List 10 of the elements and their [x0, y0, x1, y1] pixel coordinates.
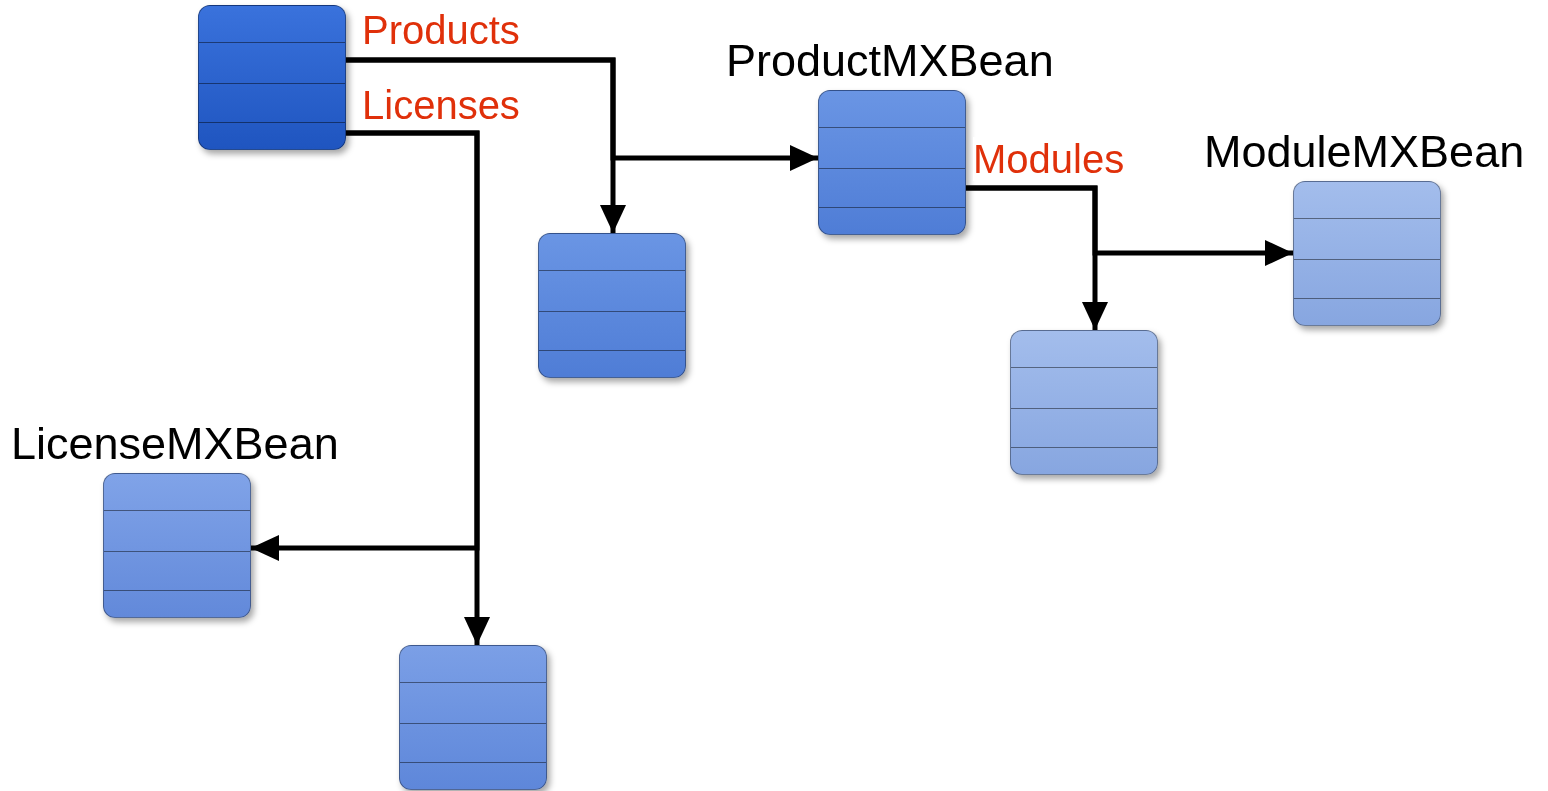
- node-heading: ProductMXBean: [726, 35, 1054, 85]
- table-box: [198, 5, 346, 150]
- node-heading: LicenseMXBean: [11, 418, 339, 468]
- arrow: [346, 57, 818, 171]
- node-heading: ModuleMXBean: [1204, 126, 1525, 176]
- arrow: [966, 185, 1293, 266]
- arrow: [346, 130, 490, 645]
- table-box: [538, 233, 686, 378]
- table-box: [1010, 330, 1158, 475]
- table-box: [399, 645, 547, 790]
